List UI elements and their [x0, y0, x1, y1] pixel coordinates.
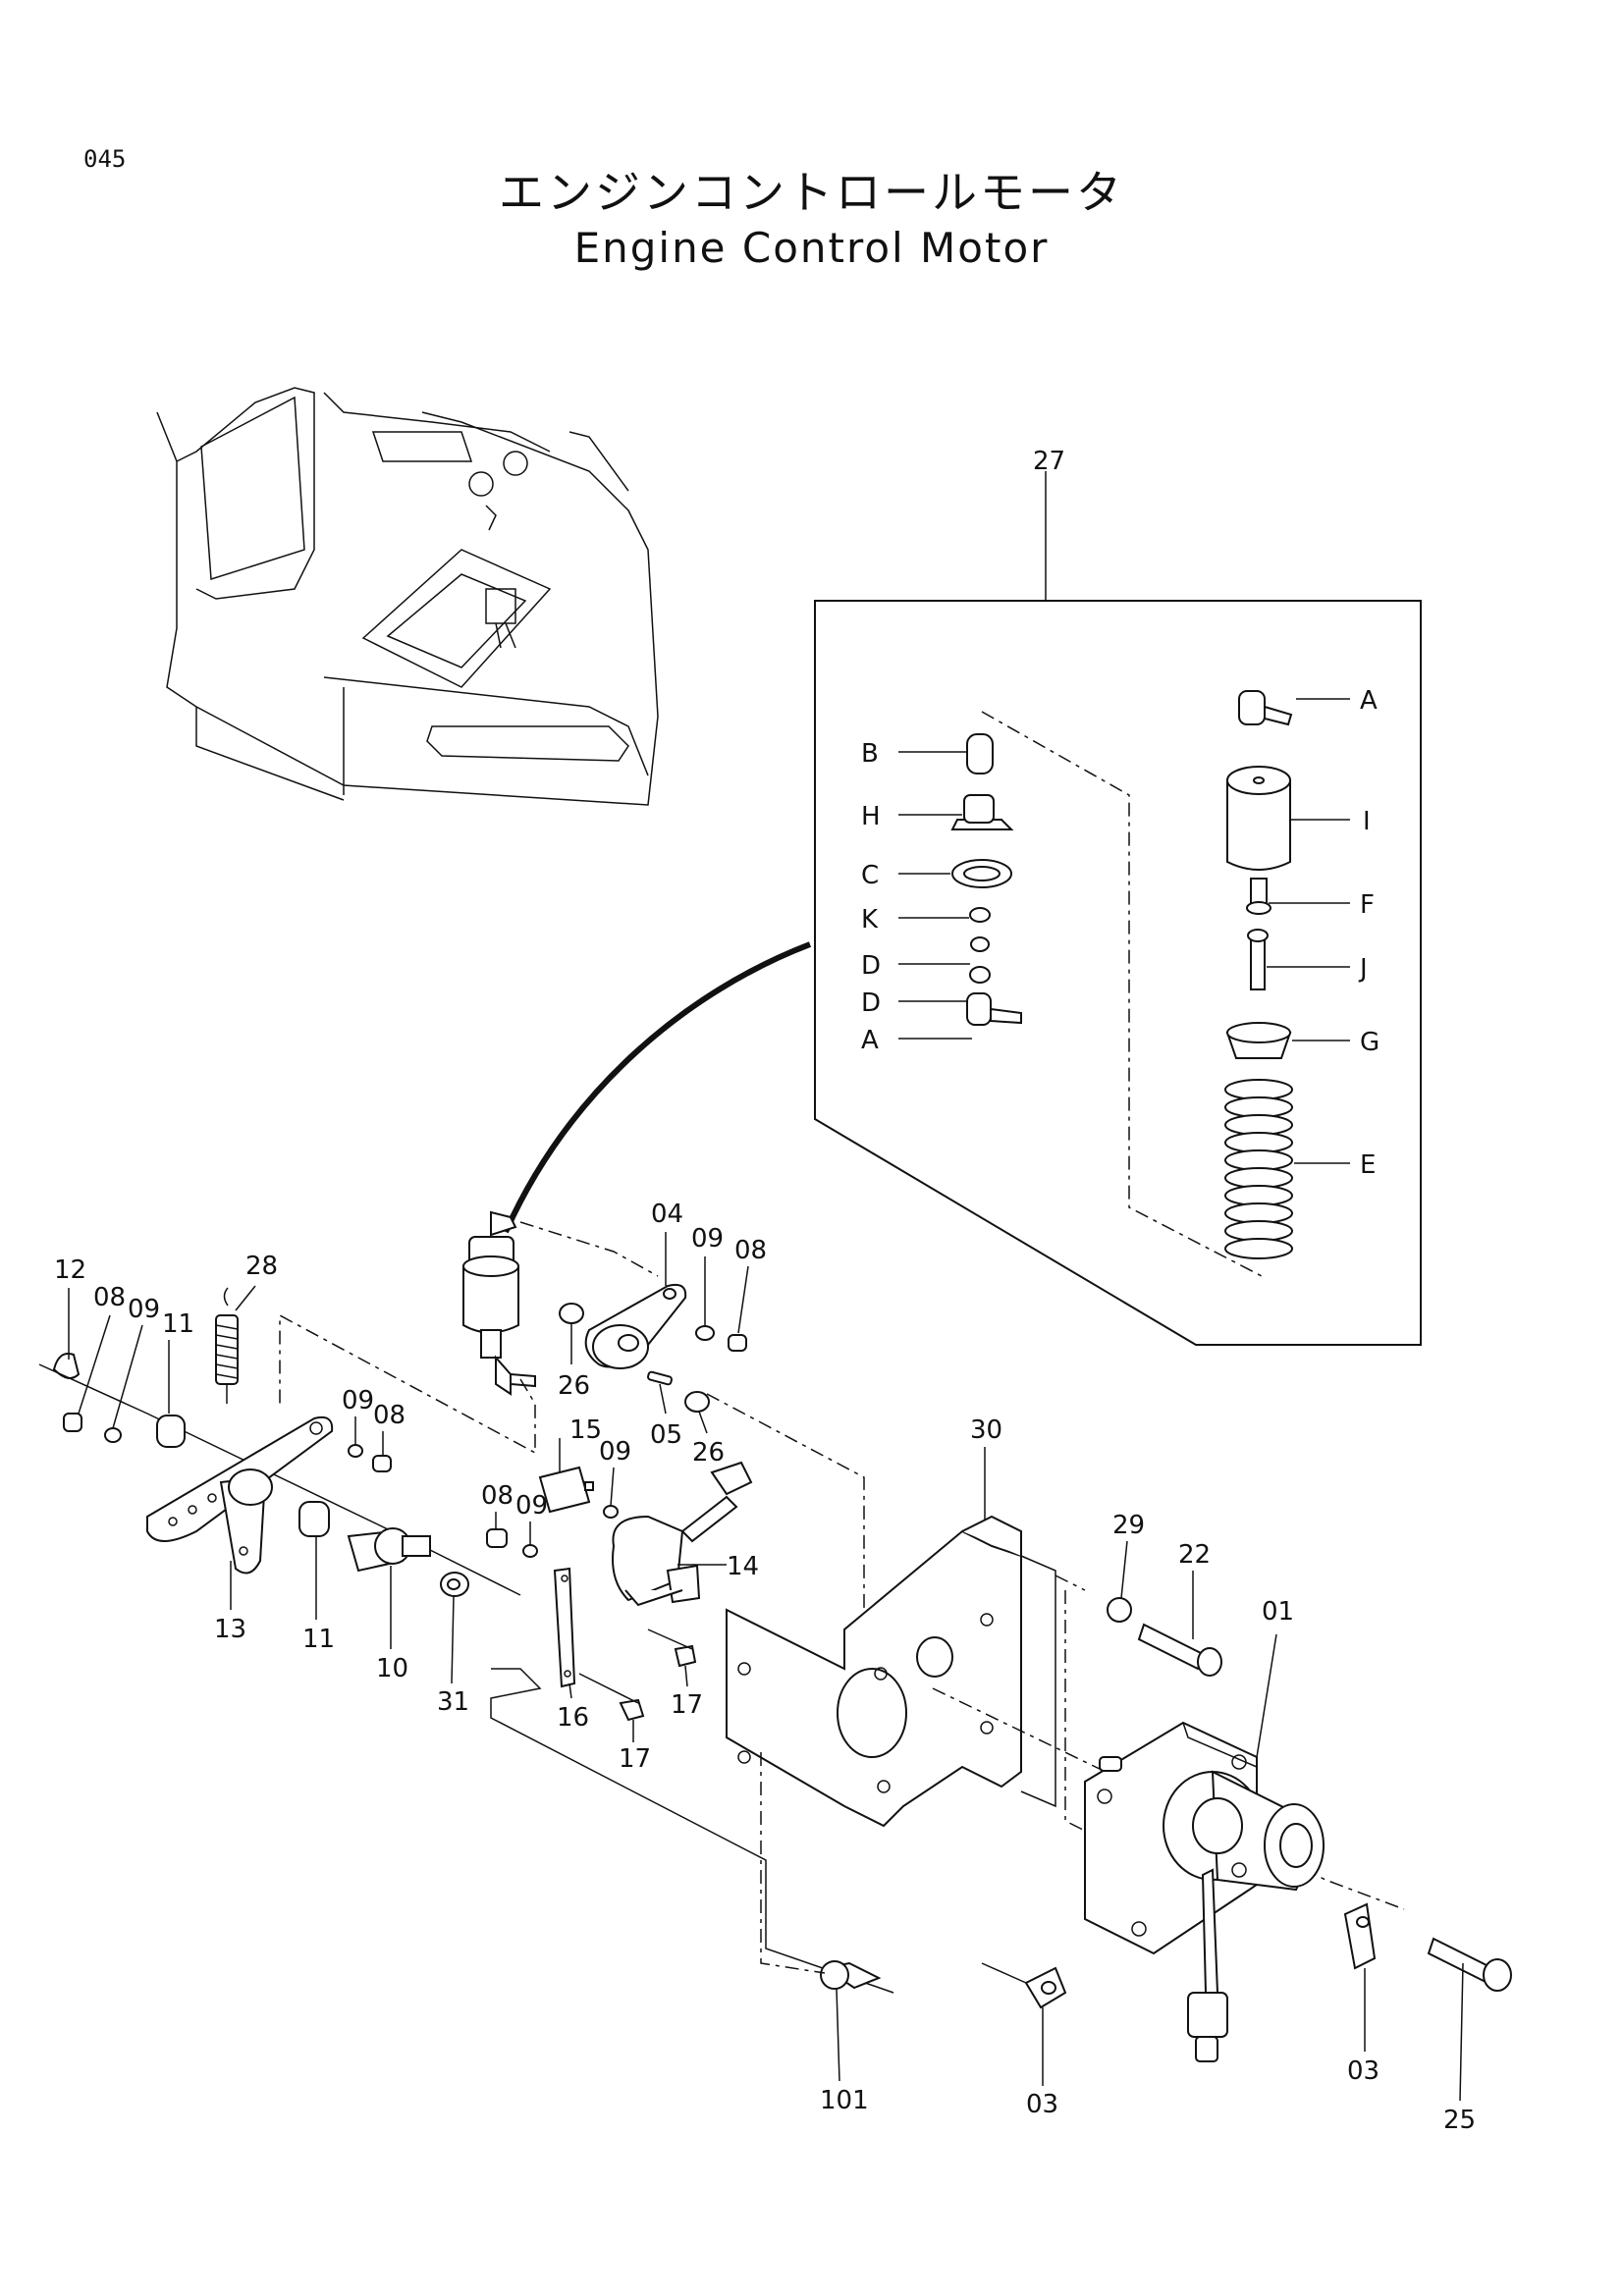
callout-27: 27 [1033, 447, 1065, 476]
clamp-03-right [1343, 1902, 1377, 1970]
callout-15: 15 [569, 1415, 602, 1445]
callout-17-a: 17 [671, 1690, 703, 1720]
bracket-30 [726, 1515, 1056, 1828]
page-title-english: Engine Control Motor [573, 224, 1050, 272]
callout-25: 25 [1443, 2106, 1476, 2135]
callout-04: 04 [651, 1200, 683, 1229]
actuator-motor [462, 1210, 536, 1396]
callout-09-b: 09 [128, 1295, 160, 1324]
callout-labels: 27 A B H I C F K D J D A G E 04 09 08 12… [54, 447, 1476, 2135]
callout-03-right: 03 [1347, 2056, 1380, 2086]
spring-e [1224, 1079, 1293, 1259]
nut-08a [728, 1334, 747, 1352]
callout-A-bottom: A [861, 1026, 879, 1055]
bolt-22 [1137, 1623, 1222, 1677]
callout-11-b: 11 [302, 1625, 335, 1654]
callout-E: E [1360, 1150, 1376, 1180]
main-motor-01 [1084, 1721, 1325, 2062]
assembly-27-box [814, 471, 1422, 1346]
page-title-japanese: エンジンコントロールモータ [499, 166, 1124, 219]
callout-13: 13 [214, 1615, 246, 1644]
bolt-101 [820, 1960, 882, 1990]
callout-C: C [861, 861, 879, 890]
callout-08-b: 08 [93, 1283, 126, 1312]
callout-29: 29 [1112, 1511, 1145, 1540]
callout-08-d: 08 [481, 1481, 514, 1511]
washer-09a [695, 1325, 715, 1341]
callout-08-a: 08 [734, 1236, 767, 1265]
center-line-motor-lever [519, 1221, 659, 1277]
callout-D-1: D [861, 951, 881, 981]
callout-14: 14 [727, 1552, 759, 1581]
callout-G: G [1360, 1028, 1380, 1057]
callout-J: J [1358, 954, 1368, 984]
callout-H: H [861, 802, 881, 831]
callout-K: K [861, 905, 879, 934]
callout-09-c: 09 [342, 1386, 374, 1415]
washer-29 [1107, 1597, 1132, 1623]
callout-F: F [1360, 890, 1375, 920]
assembly-leaders [898, 698, 1350, 1164]
assembly-parts-right [1224, 690, 1293, 1259]
callout-03-left: 03 [1026, 2090, 1058, 2119]
callout-11-a: 11 [162, 1309, 194, 1339]
machine-location-sketch [156, 387, 659, 806]
assembly-parts-left [950, 733, 1022, 1026]
callout-17-b: 17 [619, 1744, 651, 1774]
center-line-shaft-frame [490, 1668, 894, 1994]
callout-12: 12 [54, 1255, 86, 1285]
pin-05 [647, 1370, 673, 1386]
callout-09-e: 09 [515, 1491, 548, 1521]
bolt-25 [1427, 1937, 1512, 1992]
control-cable [503, 941, 812, 1234]
callout-01: 01 [1262, 1597, 1294, 1627]
callout-28: 28 [245, 1252, 278, 1281]
circlip-26b [684, 1391, 710, 1413]
circlip-26a [559, 1303, 584, 1324]
callout-26-a: 26 [558, 1371, 590, 1401]
lever-04 [584, 1283, 687, 1369]
clamp-03-left [981, 1962, 1067, 2009]
callout-31: 31 [437, 1687, 469, 1717]
callout-10: 10 [376, 1654, 408, 1683]
callout-26-b: 26 [692, 1438, 725, 1468]
callout-16: 16 [557, 1703, 589, 1733]
callout-09-a: 09 [691, 1224, 724, 1254]
callout-05: 05 [650, 1420, 682, 1450]
center-line-bolt-22 [1055, 1575, 1086, 1591]
callout-22: 22 [1178, 1540, 1211, 1570]
callout-08-c: 08 [373, 1401, 406, 1430]
callout-B: B [861, 739, 879, 769]
callout-30: 30 [970, 1415, 1002, 1445]
callout-A-top: A [1360, 686, 1378, 716]
center-line-bolt-101 [760, 1752, 826, 1974]
spring-28 [215, 1287, 239, 1404]
assembly-center-line-a [981, 711, 1263, 1277]
callout-09-d: 09 [599, 1437, 631, 1467]
callout-I: I [1363, 807, 1371, 836]
callout-101: 101 [820, 2086, 869, 2115]
callout-D-2: D [861, 988, 881, 1018]
page-number: 045 [83, 145, 127, 173]
lower-leaders [68, 1232, 1464, 2102]
left-linkage [38, 1287, 521, 1597]
